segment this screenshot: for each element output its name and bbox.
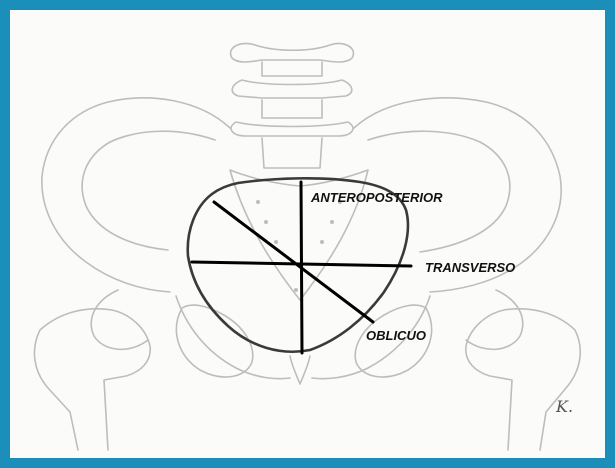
sacral-foramina: [256, 200, 342, 292]
vertebra-3: [232, 80, 352, 98]
right-hip-socket: [466, 290, 523, 349]
vertebra-6: [262, 138, 322, 168]
left-pubis: [176, 296, 290, 379]
oblique-label: OBLICUO: [366, 328, 426, 343]
transverse-label: TRANSVERSO: [425, 260, 515, 275]
left-hip-socket: [91, 290, 148, 349]
vertebra-5: [231, 122, 353, 136]
coccyx: [290, 356, 310, 384]
pelvis-sketch: [34, 43, 580, 450]
vertebra-1: [231, 43, 354, 62]
artist-signature: K.: [555, 397, 573, 416]
left-obturator: [176, 305, 252, 377]
anteroposterior-label: ANTEROPOSTERIOR: [310, 190, 443, 205]
vertebra-4: [262, 100, 322, 118]
left-iliac-inner: [82, 131, 215, 250]
transverse-diameter: [192, 262, 411, 266]
vertebra-2: [262, 62, 322, 76]
right-femur: [466, 309, 580, 450]
